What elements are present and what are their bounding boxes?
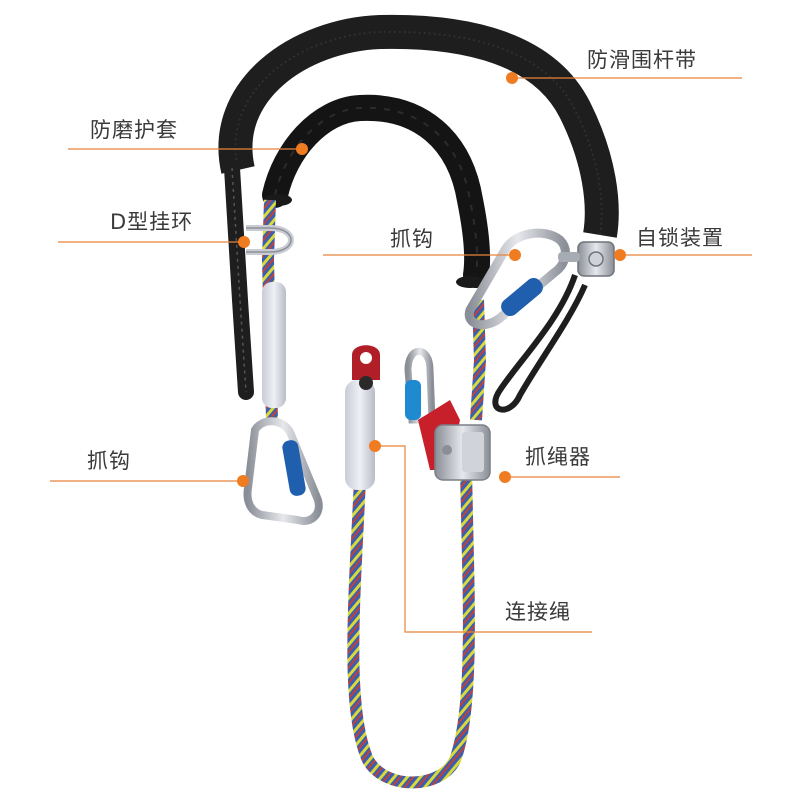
label-wear-sleeve: 防磨护套 (90, 118, 178, 142)
d-ring (246, 225, 294, 255)
leader-dots (237, 72, 626, 487)
rope-eye (352, 345, 380, 390)
anti-slip-strap (218, 14, 619, 400)
center-sleeve (345, 380, 375, 490)
left-sleeve (262, 282, 286, 408)
label-connecting-rope: 连接绳 (505, 600, 571, 624)
wear-sleeve (262, 94, 491, 288)
label-rope-grab: 抓绳器 (525, 445, 591, 469)
leader-lines (50, 77, 752, 633)
self-lock-device (558, 241, 615, 277)
bottom-carabiner (243, 417, 323, 525)
label-self-lock: 自锁装置 (636, 226, 724, 250)
label-carabiner-top: 抓钩 (390, 227, 434, 251)
label-d-ring: D型挂环 (110, 210, 194, 234)
label-carabiner-bottom: 抓钩 (87, 449, 131, 473)
strap-loop (492, 274, 588, 413)
rope-grab-device (404, 347, 491, 481)
label-anti-slip-strap: 防滑围杆带 (587, 48, 697, 72)
